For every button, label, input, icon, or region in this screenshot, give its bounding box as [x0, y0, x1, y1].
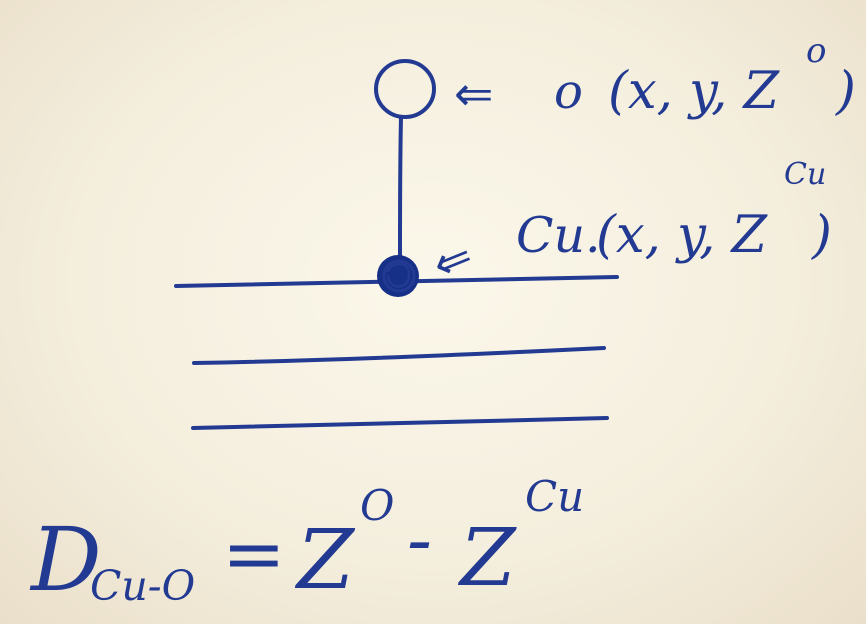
z-copper-superscript: Cu: [525, 472, 584, 521]
oxygen-arrow-symbol: ⇐: [454, 67, 493, 122]
distance-symbol: D: [29, 508, 102, 611]
oxygen-annotation: ⇐ o (x, y, Z o ): [454, 31, 856, 122]
equals-sign: =: [222, 509, 286, 598]
oxygen-coords-label: (x, y, Z: [608, 62, 781, 121]
surface-layer-3: [191, 416, 609, 430]
bond-line: [398, 115, 403, 257]
surface-layers: [174, 275, 619, 430]
copper-element-label: Cu.: [516, 207, 601, 264]
minus-sign: -: [407, 497, 432, 583]
copper-annotation: ⇐ Cu. (x, y, Z Cu ): [425, 157, 832, 292]
copper-coords-label: (x, y, Z: [596, 206, 769, 265]
copper-coords-close: ): [811, 206, 832, 265]
oxygen-element-label: o: [554, 64, 583, 120]
distance-formula: D Cu-O = Z O - Z Cu: [29, 472, 584, 611]
z-copper-base: Z: [457, 511, 517, 604]
copper-z-superscript: Cu: [784, 157, 826, 192]
copper-atom-scribble-2: [386, 262, 411, 288]
surface-layer-2: [192, 346, 606, 365]
copper-atom-scribble: [382, 259, 416, 293]
oxygen-atom-circle: [374, 59, 436, 119]
distance-subscript: Cu-O: [90, 562, 195, 610]
copper-atom: [377, 255, 419, 297]
surface-layer-1: [174, 275, 619, 288]
molecule-sketch: [374, 59, 436, 297]
z-oxygen-base: Z: [294, 513, 356, 608]
oxygen-coords-close: ): [835, 62, 856, 121]
z-oxygen-superscript: O: [360, 481, 394, 530]
oxygen-z-superscript: o: [806, 31, 826, 71]
